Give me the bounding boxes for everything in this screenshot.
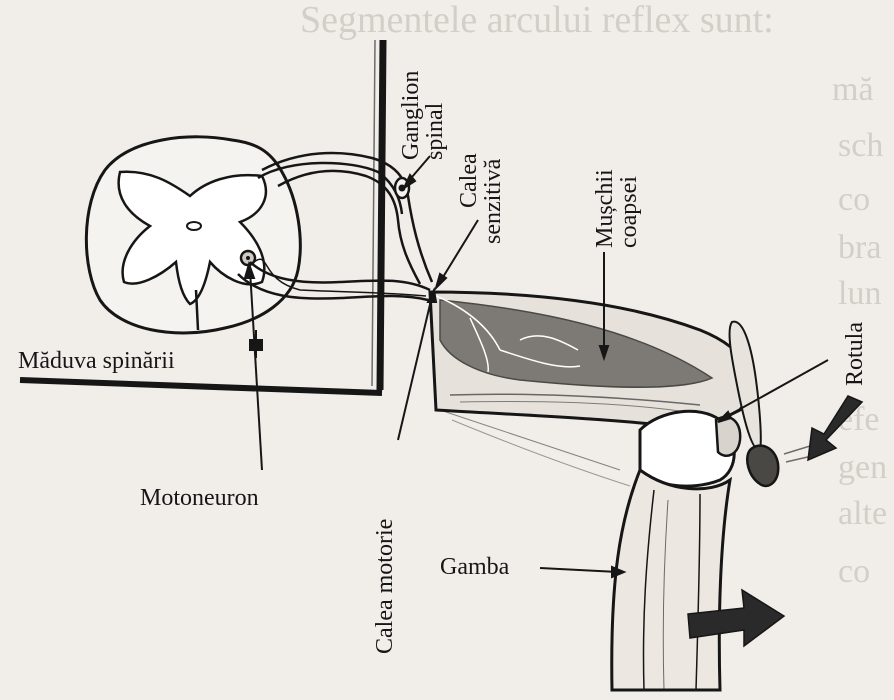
label-calea-motorie: Calea motorie — [372, 519, 398, 654]
bleed-line: sch — [838, 127, 883, 164]
label-motoneuron: Motoneuron — [140, 485, 259, 511]
bleed-heading: Segmentele arcului reflex sunt: — [300, 0, 774, 41]
label-rotula: Rotula — [842, 322, 868, 386]
label-calea-senzitiva-line2: senzitivă — [480, 158, 506, 244]
label-muschii-line1: Mușchii — [592, 169, 618, 248]
label-gamba: Gamba — [440, 554, 510, 580]
label-ganglion-line1: Ganglion — [398, 71, 424, 160]
bleed-line: lun — [838, 275, 881, 312]
label-maduva-spinarii: Măduva spinării — [18, 348, 175, 374]
bleed-line: gen — [838, 449, 887, 486]
bleed-line: mă — [832, 71, 874, 108]
bleed-line: co — [838, 181, 870, 218]
bleed-line: alte — [838, 495, 887, 532]
shin — [612, 470, 730, 690]
reflex-hammer-icon — [730, 322, 812, 486]
patella — [716, 417, 740, 456]
bleed-line: co — [838, 553, 870, 590]
label-muschii-line2: coapsei — [616, 176, 642, 248]
label-calea-senzitiva-line1: Calea — [456, 153, 482, 208]
bleed-line: bra — [838, 229, 881, 266]
label-ganglion-line2: spinal — [422, 102, 448, 160]
